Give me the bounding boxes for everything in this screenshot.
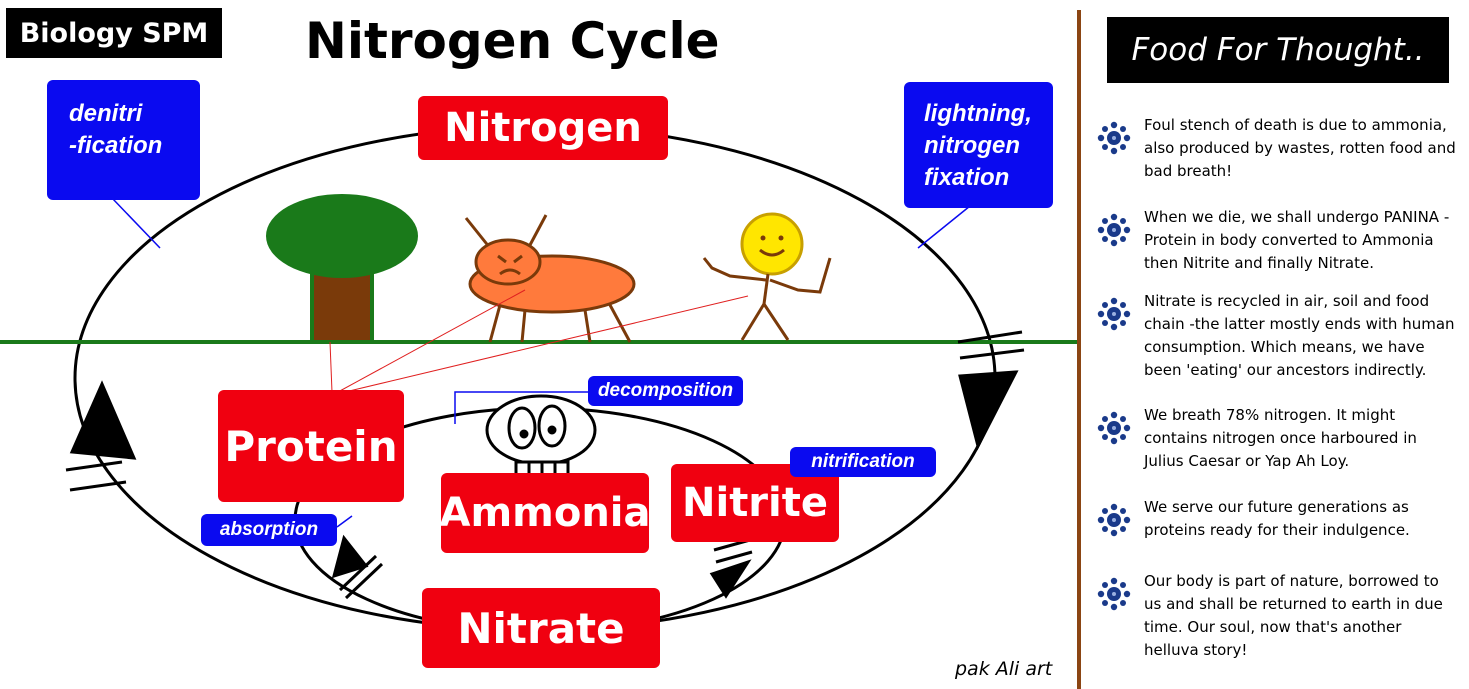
node-nitrogen-label: Nitrogen: [444, 105, 642, 151]
subject-badge: Biology SPM: [6, 8, 222, 58]
node-ammonia-label: Ammonia: [439, 490, 651, 536]
process-absorption: absorption: [201, 514, 337, 546]
fact-text: Foul stench of death is due to ammonia, …: [1144, 116, 1456, 180]
denitrification-line2: -fication: [69, 132, 163, 159]
artist-credit: pak Ali art: [955, 658, 1053, 680]
arrow-icon: [957, 330, 1025, 451]
fact-item: We serve our future generations as prote…: [1096, 496, 1456, 542]
fixation-line3: fixation: [924, 164, 1010, 191]
page-title: Nitrogen Cycle: [305, 12, 720, 70]
denitrification-line1: denitri: [69, 100, 143, 127]
tree-icon: [266, 194, 418, 344]
bullet-icon: [1096, 296, 1132, 332]
arrow-icon: [331, 534, 384, 600]
node-protein: Protein: [218, 390, 404, 502]
sidebar-title-label: Food For Thought..: [1131, 32, 1425, 68]
process-denitrification: denitri -fication: [47, 80, 200, 200]
decomposition-label: decomposition: [597, 380, 734, 401]
fact-text: We serve our future generations as prote…: [1144, 498, 1410, 539]
bullet-icon: [1096, 410, 1132, 446]
fixation-line1: lightning,: [924, 100, 1032, 127]
fact-item: We breath 78% nitrogen. It might contain…: [1096, 404, 1456, 473]
callout-links: [111, 197, 971, 528]
bullet-icon: [1096, 502, 1132, 538]
node-ammonia: Ammonia: [439, 473, 651, 553]
node-nitrite-label: Nitrite: [682, 480, 828, 526]
fact-item: Our body is part of nature, borrowed to …: [1096, 570, 1456, 662]
arrow-icon: [709, 538, 753, 599]
subject-badge-label: Biology SPM: [19, 17, 209, 49]
bullet-icon: [1096, 576, 1132, 612]
node-nitrate-label: Nitrate: [457, 603, 625, 653]
absorption-links: [329, 289, 749, 393]
process-nitrification: nitrification: [790, 447, 936, 477]
outer-cycle: [73, 124, 997, 632]
bullet-icon: [1096, 120, 1132, 156]
node-nitrite: Nitrite: [671, 464, 839, 542]
cow-icon: [464, 214, 636, 343]
nitrification-label: nitrification: [811, 451, 915, 472]
node-protein-label: Protein: [224, 421, 398, 471]
fact-item: When we die, we shall undergo PANINA - P…: [1096, 206, 1456, 275]
fact-text: Nitrate is recycled in air, soil and foo…: [1144, 292, 1455, 379]
stick-person-icon: [702, 212, 832, 341]
node-nitrate: Nitrate: [422, 588, 660, 668]
absorption-label: absorption: [219, 519, 319, 540]
fact-text: Our body is part of nature, borrowed to …: [1144, 572, 1443, 659]
fact-text: We breath 78% nitrogen. It might contain…: [1144, 406, 1417, 470]
skull-icon: [485, 394, 597, 492]
fixation-line2: nitrogen: [924, 132, 1020, 159]
sidebar-title: Food For Thought..: [1107, 17, 1449, 83]
arrow-icon: [65, 380, 137, 492]
fact-item: Nitrate is recycled in air, soil and foo…: [1096, 290, 1456, 382]
bullet-icon: [1096, 212, 1132, 248]
process-decomposition: decomposition: [588, 376, 743, 406]
node-nitrogen: Nitrogen: [418, 96, 668, 160]
fact-item: Foul stench of death is due to ammonia, …: [1096, 114, 1456, 183]
fact-text: When we die, we shall undergo PANINA - P…: [1144, 208, 1450, 272]
process-nitrogen-fixation: lightning, nitrogen fixation: [904, 82, 1053, 208]
